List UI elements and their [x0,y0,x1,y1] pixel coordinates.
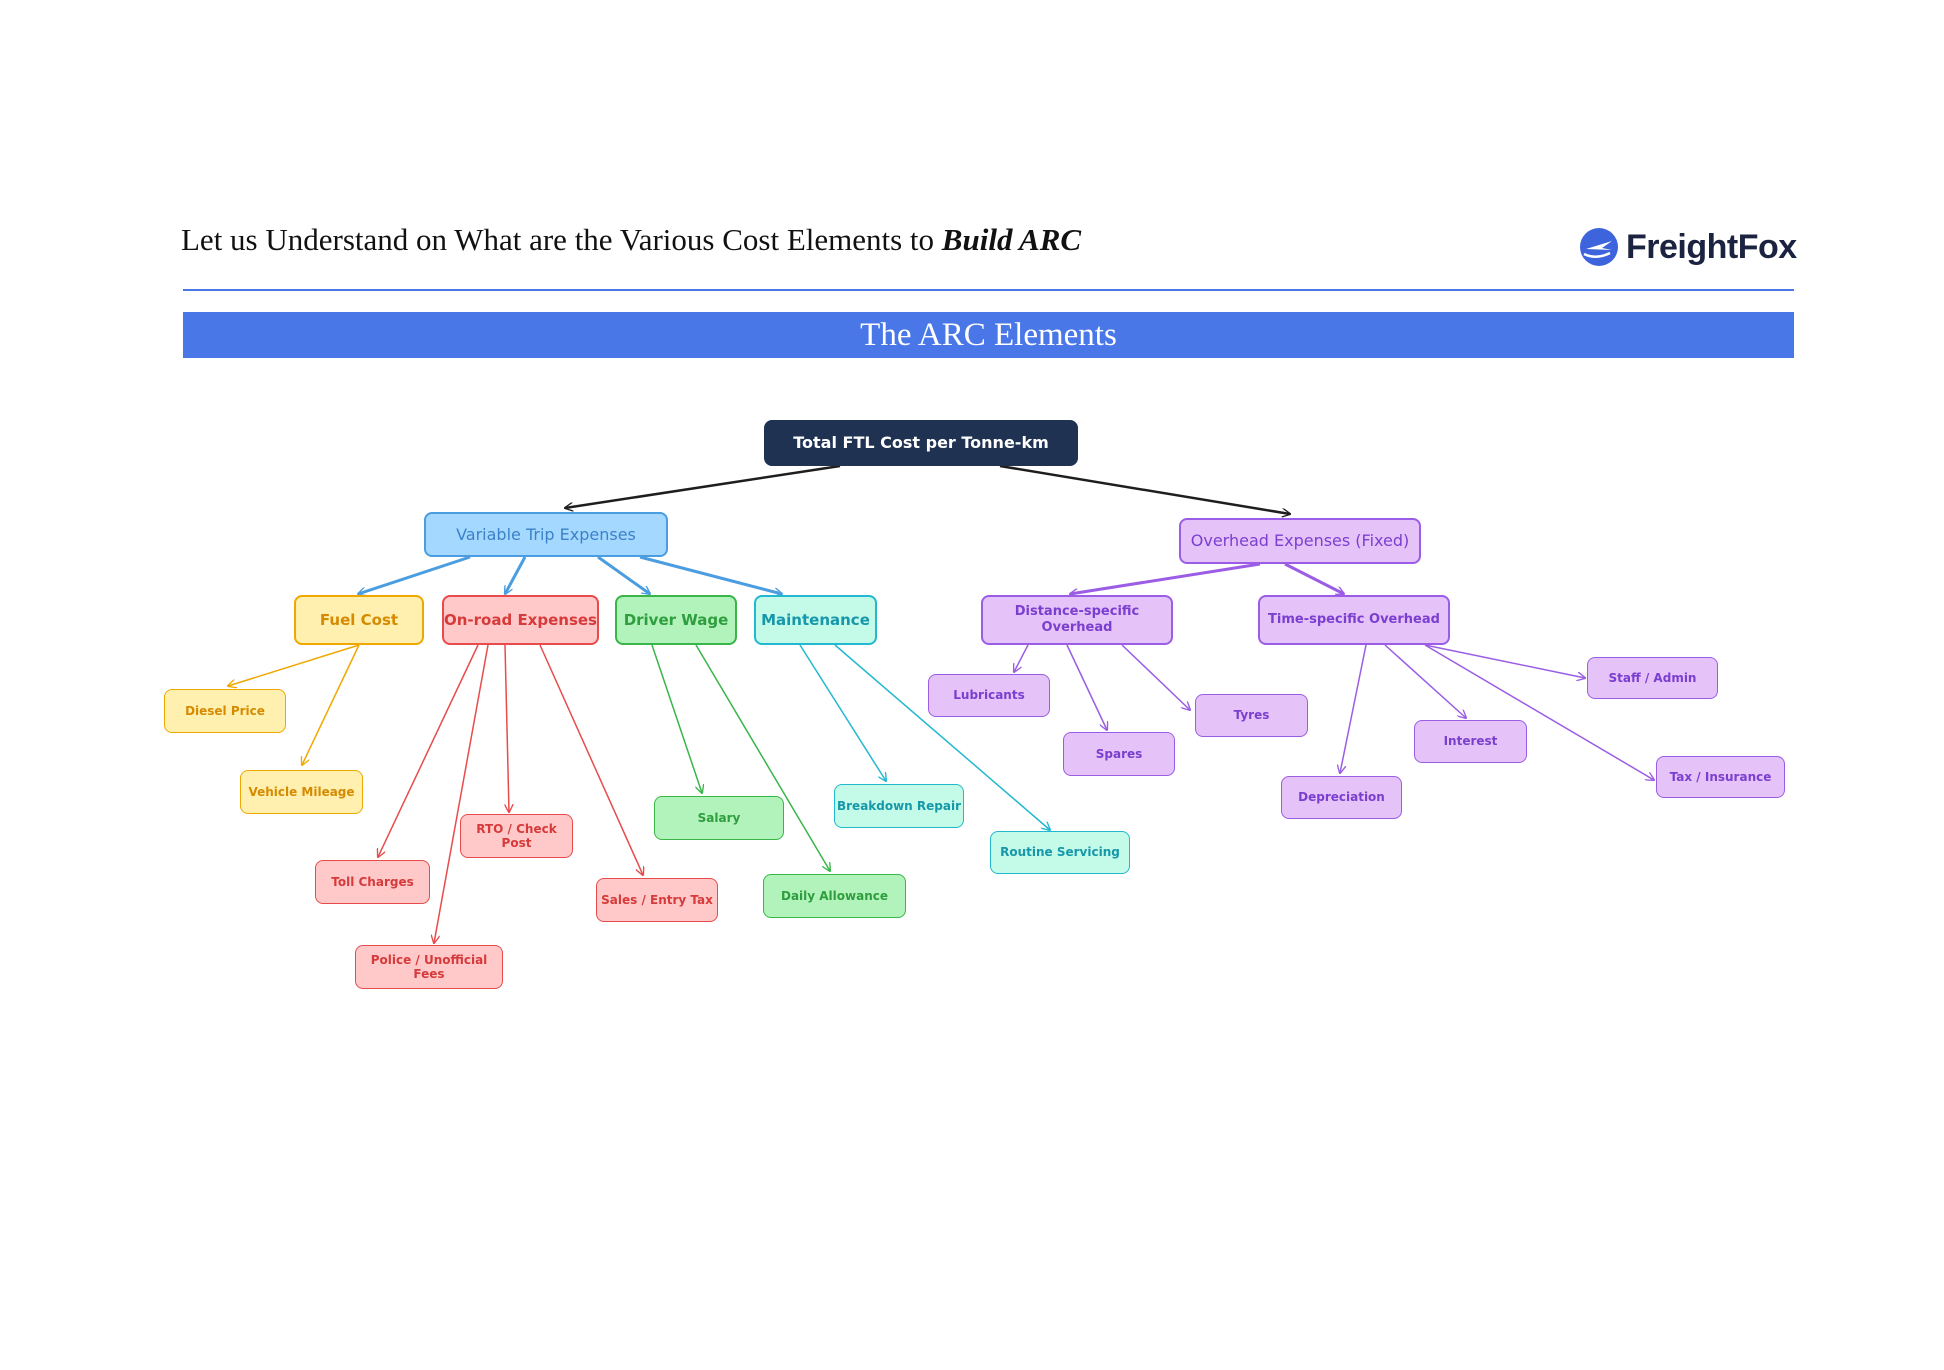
node-time-overhead: Time-specific Overhead [1258,595,1450,645]
arrow-maintenance-breakdown [799,644,886,781]
freightfox-logo: FreightFox [1578,226,1797,268]
arrow-driver-salary [651,644,702,793]
arrow-variable-fuel [358,555,471,594]
heading-prefix: Let us Understand on What are the Variou… [181,222,942,257]
arrow-variable-onroad [503,556,527,594]
page-heading: Let us Understand on What are the Variou… [181,222,1081,258]
arrow-overhead-distance [1070,562,1261,594]
arrow-distance-lubricants [1014,644,1029,672]
node-daily-allowance: Daily Allowance [763,874,906,918]
node-lubricants: Lubricants [928,674,1050,717]
node-interest: Interest [1414,720,1527,763]
arrow-onroad-toll [378,644,479,857]
arrow-time-depreciation [1340,644,1367,773]
section-banner: The ARC Elements [183,312,1794,358]
node-distance-overhead: Distance-specific Overhead [981,595,1173,645]
node-rto-check-post: RTO / Check Post [460,814,573,858]
arrow-fuel-mileage [302,644,360,765]
node-salary: Salary [654,796,784,840]
arrow-distance-tyres [1121,644,1190,710]
node-diesel-price: Diesel Price [164,689,286,733]
node-staff-admin: Staff / Admin [1587,657,1718,699]
arrow-maintenance-servicing [834,644,1050,830]
arrow-distance-spares [1066,644,1107,730]
arrow-root-overhead [999,464,1290,514]
arrow-overhead-time [1284,562,1344,596]
node-spares: Spares [1063,732,1175,776]
arrow-time-interest [1384,644,1466,718]
node-variable-trip-expenses: Variable Trip Expenses [424,512,668,557]
node-breakdown-repair: Breakdown Repair [834,784,964,828]
arrow-variable-maintenance [639,555,782,594]
freightfox-logo-icon [1580,228,1618,266]
logo-text: FreightFox [1626,227,1797,266]
arrow-root-variable [565,464,841,508]
node-tax-insurance: Tax / Insurance [1656,756,1785,798]
node-routine-servicing: Routine Servicing [990,831,1130,874]
node-vehicle-mileage: Vehicle Mileage [240,770,363,814]
header-divider [183,289,1794,291]
heading-emphasis: Build ARC [941,222,1082,257]
node-depreciation: Depreciation [1281,776,1402,819]
node-onroad-expenses: On-road Expenses [442,595,599,645]
arrow-time-staff [1424,644,1585,678]
node-root: Total FTL Cost per Tonne-km [764,420,1078,466]
node-tyres: Tyres [1195,694,1308,737]
node-overhead-expenses: Overhead Expenses (Fixed) [1179,518,1421,564]
arrow-fuel-diesel [228,644,360,686]
node-maintenance: Maintenance [754,595,877,645]
node-sales-entry-tax: Sales / Entry Tax [596,878,718,922]
arrow-time-tax [1424,644,1654,780]
arrow-variable-driver [597,555,650,594]
node-fuel-cost: Fuel Cost [294,595,424,645]
node-driver-wage: Driver Wage [615,595,737,645]
arrow-driver-allowance [695,644,830,871]
arrow-onroad-police [434,644,489,943]
arrow-onroad-rto [504,644,509,812]
node-police-fees: Police / Unofficial Fees [355,945,503,989]
node-toll-charges: Toll Charges [315,860,430,904]
arrow-onroad-sales [539,644,643,875]
